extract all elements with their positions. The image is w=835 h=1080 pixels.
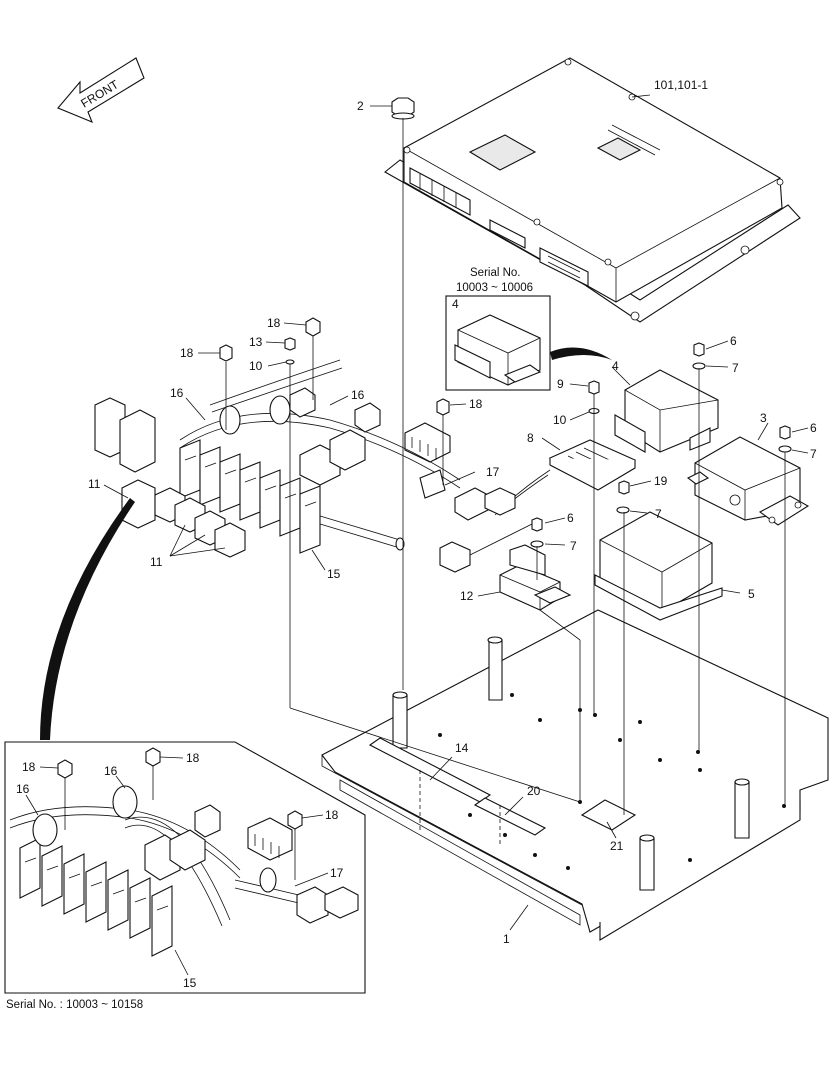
label-16-a: 16 — [170, 386, 184, 400]
callout-arc-right — [550, 347, 612, 360]
label-7-b: 7 — [810, 447, 817, 461]
inset-label-16-b: 16 — [16, 782, 30, 796]
label-5: 5 — [748, 587, 755, 601]
wire-harness — [94, 359, 461, 551]
relay-12 — [499, 544, 572, 611]
label-2: 2 — [357, 99, 364, 113]
label-11-b: 11 — [150, 555, 163, 569]
label-6-c: 6 — [567, 511, 574, 525]
strip-20 — [473, 797, 547, 845]
label-10-a: 10 — [249, 359, 263, 373]
front-arrow: FRONT — [57, 57, 145, 124]
serial-box-range: 10003 ~ 10006 — [456, 282, 533, 294]
component-8 — [494, 439, 637, 516]
component-3 — [686, 436, 810, 526]
label-8: 8 — [527, 431, 534, 445]
label-11-a: 11 — [88, 477, 101, 491]
label-15: 15 — [327, 567, 341, 581]
strip-14 — [368, 737, 492, 830]
label-12: 12 — [460, 589, 474, 603]
label-18-c: 18 — [469, 397, 483, 411]
inset-caption: Serial No. : 10003 ~ 10158 — [6, 999, 143, 1011]
label-18-a: 18 — [180, 346, 194, 360]
label-6-a: 6 — [730, 334, 737, 348]
connector-17 — [439, 487, 541, 573]
label-9: 9 — [557, 377, 564, 391]
inset-label-16-a: 16 — [104, 764, 118, 778]
label-14: 14 — [455, 741, 469, 755]
label-13: 13 — [249, 335, 263, 349]
callout-arc-left — [40, 498, 135, 740]
label-4: 4 — [612, 359, 619, 373]
label-6-b: 6 — [810, 421, 817, 435]
serial-box-part-label: 4 — [452, 297, 459, 311]
inset-panel — [4, 741, 366, 994]
label-3: 3 — [760, 411, 767, 425]
label-16-b: 16 — [351, 388, 365, 402]
connector-block — [404, 422, 451, 463]
fastener-bolts — [219, 317, 792, 548]
serial-variant-box — [445, 295, 551, 391]
label-21: 21 — [610, 839, 624, 853]
label-19: 19 — [654, 474, 668, 488]
leader-lines — [103, 94, 809, 931]
label-101: 101,101-1 — [654, 78, 708, 92]
inset-label-15: 15 — [183, 976, 197, 990]
label-7-a: 7 — [732, 361, 739, 375]
inset-label-17: 17 — [330, 866, 344, 880]
bolt-2 — [391, 97, 415, 120]
label-18-b: 18 — [267, 316, 281, 330]
callout-labels: 101,101-1 2 3 4 5 6 7 6 7 19 7 6 7 8 9 1… — [6, 78, 817, 1011]
label-10-b: 10 — [553, 413, 567, 427]
inset-label-18-a: 18 — [22, 760, 36, 774]
inset-label-18-c: 18 — [325, 808, 339, 822]
inset-label-18-b: 18 — [186, 751, 200, 765]
base-plate — [321, 609, 829, 941]
label-7-d: 7 — [570, 539, 577, 553]
label-20: 20 — [527, 784, 541, 798]
label-1: 1 — [503, 932, 510, 946]
relay-block-15 — [179, 439, 321, 554]
component-5 — [594, 511, 723, 621]
label-17: 17 — [486, 465, 500, 479]
controller-unit — [384, 57, 801, 323]
serial-box-title: Serial No. — [470, 267, 521, 279]
strip-21 — [580, 799, 637, 831]
component-4 — [614, 369, 719, 453]
label-7-c: 7 — [655, 507, 662, 521]
